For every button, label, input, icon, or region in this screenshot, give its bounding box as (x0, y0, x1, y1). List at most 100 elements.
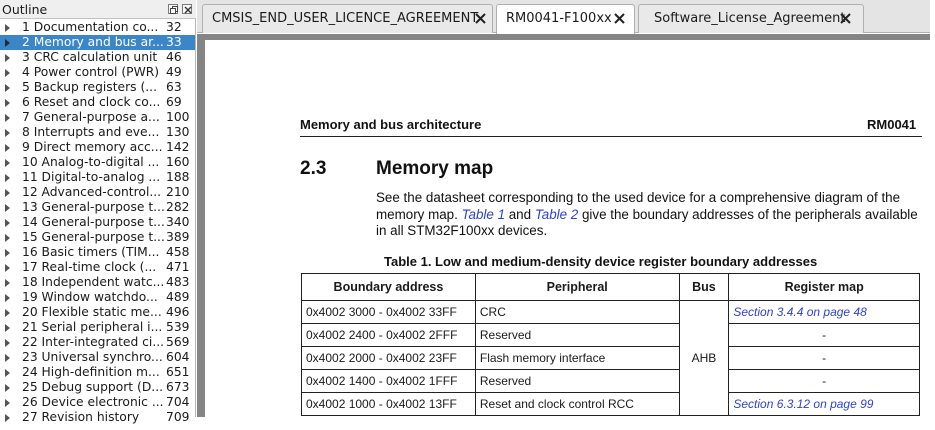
expand-arrow-icon[interactable] (5, 174, 10, 182)
outline-header: Outline (0, 0, 196, 19)
outline-item-page: 458 (166, 245, 190, 259)
outline-item-label: 3 CRC calculation unit (22, 50, 158, 64)
column-header: Peripheral (474, 273, 680, 301)
expand-arrow-icon[interactable] (5, 204, 10, 212)
address-cell: 0x4002 1400 - 0x4002 1FFF (301, 369, 476, 393)
outline-item[interactable]: 26 Device electronic ...704 (0, 395, 195, 410)
outline-item-page: 483 (166, 275, 190, 289)
expand-arrow-icon[interactable] (5, 324, 10, 332)
outline-item[interactable]: 12 Advanced-control...210 (0, 185, 195, 200)
outline-item[interactable]: 25 Debug support (D...673 (0, 380, 195, 395)
outline-item[interactable]: 23 Universal synchro...604 (0, 350, 195, 365)
expand-arrow-icon[interactable] (5, 114, 10, 122)
tab-rm0041[interactable]: RM0041-F100xx (496, 4, 635, 34)
outline-item-label: 18 Independent watc... (22, 275, 165, 289)
expand-arrow-icon[interactable] (5, 69, 10, 77)
expand-arrow-icon[interactable] (5, 414, 10, 422)
outline-item[interactable]: 5 Backup registers (...63 (0, 80, 195, 95)
expand-arrow-icon[interactable] (5, 369, 10, 377)
outline-item[interactable]: 14 General-purpose t...340 (0, 215, 195, 230)
section-title: Memory map (376, 158, 494, 179)
outline-item[interactable]: 24 High-definition m...651 (0, 365, 195, 380)
outline-item[interactable]: 4 Power control (PWR)49 (0, 65, 195, 80)
column-header: Bus (678, 273, 730, 301)
tab-label: Software_License_Agreement (654, 11, 846, 26)
outline-item-label: 21 Serial peripheral i... (22, 320, 163, 334)
outline-item[interactable]: 8 Interrupts and eve...130 (0, 125, 195, 140)
expand-arrow-icon[interactable] (5, 144, 10, 152)
outline-item-page: 142 (166, 140, 190, 154)
expand-arrow-icon[interactable] (5, 54, 10, 62)
outline-item[interactable]: 18 Independent watc...483 (0, 275, 195, 290)
expand-arrow-icon[interactable] (5, 189, 10, 197)
document-viewer[interactable]: Memory and bus architecture RM0041 2.3 M… (197, 34, 935, 430)
outline-item-label: 9 Direct memory acc... (22, 140, 163, 154)
table-caption: Table 1. Low and medium-density device r… (384, 254, 818, 269)
expand-arrow-icon[interactable] (5, 99, 10, 107)
expand-arrow-icon[interactable] (5, 279, 10, 287)
expand-arrow-icon[interactable] (5, 219, 10, 227)
tab-software-license[interactable]: Software_License_Agreement (638, 4, 864, 33)
outline-item[interactable]: 20 Flexible static me...496 (0, 305, 195, 320)
outline-item-page: 539 (166, 320, 190, 334)
expand-arrow-icon[interactable] (5, 84, 10, 92)
expand-arrow-icon[interactable] (5, 339, 10, 347)
outline-item[interactable]: 15 General-purpose t...389 (0, 230, 195, 245)
expand-arrow-icon[interactable] (5, 399, 10, 407)
close-icon[interactable] (613, 12, 626, 25)
outline-item[interactable]: 7 General-purpose a...100 (0, 110, 195, 125)
expand-arrow-icon[interactable] (5, 159, 10, 167)
outline-item-page: 389 (166, 230, 190, 244)
column-header: Register map (728, 273, 920, 301)
outline-item-label: 10 Analog-to-digital ... (22, 155, 160, 169)
outline-item[interactable]: 22 Inter-integrated ci...569 (0, 335, 195, 350)
register-map-cell[interactable]: Section 6.3.12 on page 99 (728, 392, 920, 416)
register-map-cell[interactable]: Section 3.4.4 on page 48 (728, 300, 920, 324)
outline-item[interactable]: 19 Window watchdo...489 (0, 290, 195, 305)
expand-arrow-icon[interactable] (5, 294, 10, 302)
outline-item-label: 25 Debug support (D... (22, 380, 164, 394)
outline-item[interactable]: 11 Digital-to-analog ...188 (0, 170, 195, 185)
paragraph-text: and (505, 207, 535, 222)
register-map-cell: - (728, 346, 920, 370)
restore-icon[interactable] (168, 4, 178, 14)
close-panel-icon[interactable] (182, 4, 192, 14)
section-number: 2.3 (300, 158, 327, 179)
outline-item[interactable]: 2 Memory and bus ar...33 (0, 35, 195, 50)
outline-item[interactable]: 17 Real-time clock (...471 (0, 260, 195, 275)
table-1-link[interactable]: Table 1 (461, 207, 506, 222)
tab-cmsis-licence[interactable]: CMSIS_END_USER_LICENCE_AGREEMENT (202, 4, 493, 33)
outline-item[interactable]: 16 Basic timers (TIM...458 (0, 245, 195, 260)
expand-arrow-icon[interactable] (5, 309, 10, 317)
outline-item-label: 24 High-definition m... (22, 365, 160, 379)
running-header-docid: RM0041 (867, 117, 917, 132)
expand-arrow-icon[interactable] (5, 39, 10, 47)
paragraph-line: See the datasheet corresponding to the u… (376, 190, 901, 205)
close-icon[interactable] (474, 12, 487, 25)
outline-item[interactable]: 13 General-purpose t...282 (0, 200, 195, 215)
pdf-page: Memory and bus architecture RM0041 2.3 M… (205, 40, 935, 430)
table-2-link[interactable]: Table 2 (534, 207, 579, 222)
outline-item-label: 1 Documentation co... (22, 20, 159, 34)
expand-arrow-icon[interactable] (5, 24, 10, 32)
expand-arrow-icon[interactable] (5, 129, 10, 137)
expand-arrow-icon[interactable] (5, 249, 10, 257)
expand-arrow-icon[interactable] (5, 384, 10, 392)
outline-item[interactable]: 1 Documentation co...32 (0, 20, 195, 35)
register-map-cell: - (728, 369, 920, 393)
peripheral-cell: Reserved (474, 369, 680, 393)
outline-item[interactable]: 9 Direct memory acc...142 (0, 140, 195, 155)
header-rule (300, 136, 922, 137)
outline-item-label: 22 Inter-integrated ci... (22, 335, 165, 349)
outline-item-label: 13 General-purpose t... (22, 200, 165, 214)
close-icon[interactable] (839, 12, 852, 25)
outline-item[interactable]: 10 Analog-to-digital ...160 (0, 155, 195, 170)
expand-arrow-icon[interactable] (5, 234, 10, 242)
expand-arrow-icon[interactable] (5, 354, 10, 362)
outline-item[interactable]: 6 Reset and clock co...69 (0, 95, 195, 110)
outline-item[interactable]: 21 Serial peripheral i...539 (0, 320, 195, 335)
expand-arrow-icon[interactable] (5, 264, 10, 272)
